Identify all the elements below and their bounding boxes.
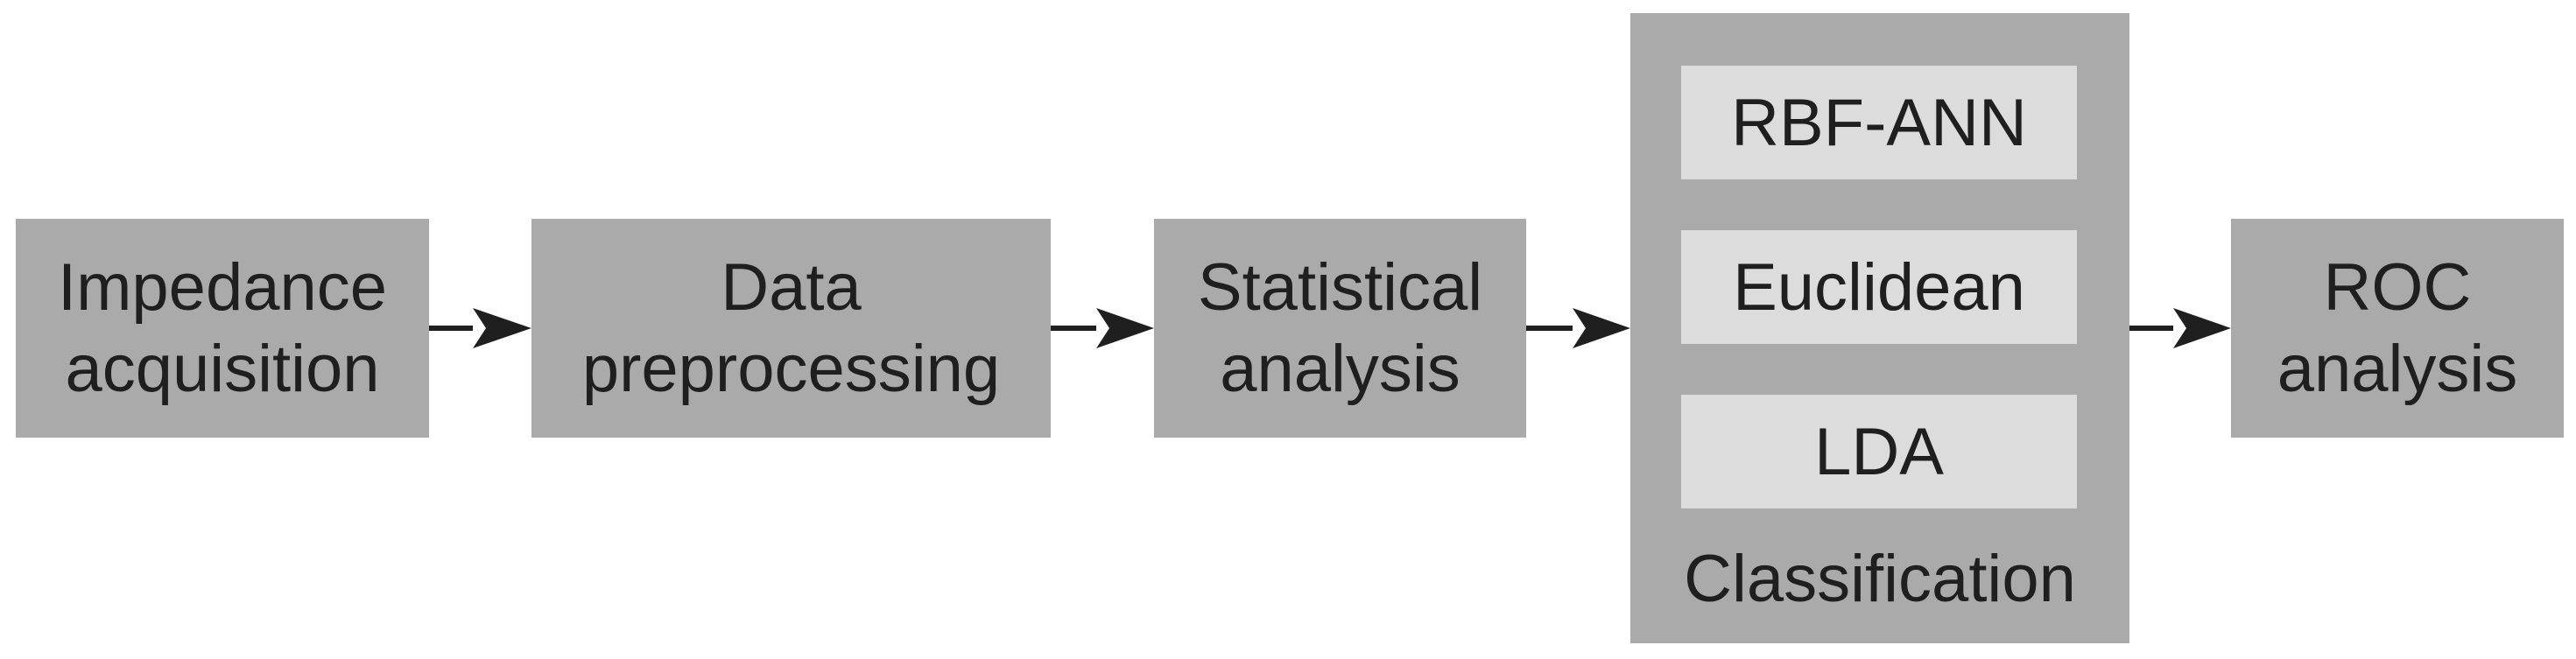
step-label-line: acquisition <box>65 332 380 406</box>
arrow-statistical-to-classification <box>1526 308 1630 348</box>
classification-label: Classification <box>1684 542 2076 616</box>
classification-group: RBF-ANN Euclidean LDA Classification <box>1630 13 2129 643</box>
method-rbf-ann: RBF-ANN <box>1681 66 2077 179</box>
step-data-preprocessing: Data preprocessing <box>531 219 1051 438</box>
step-label-line: Data <box>721 250 862 325</box>
method-euclidean: Euclidean <box>1681 230 2077 344</box>
step-impedance-acquisition: Impedance acquisition <box>16 219 429 438</box>
step-label-line: analysis <box>2277 332 2518 406</box>
step-label-line: preprocessing <box>581 332 1001 406</box>
arrow-classification-to-roc <box>2129 308 2231 348</box>
step-label-line: Impedance <box>57 250 388 325</box>
arrow-preprocessing-to-statistical <box>1051 308 1154 348</box>
method-lda: LDA <box>1681 395 2077 508</box>
step-label-line: analysis <box>1220 332 1460 406</box>
step-label-line: Statistical <box>1197 250 1483 325</box>
step-statistical-analysis: Statistical analysis <box>1154 219 1526 438</box>
step-label-line: ROC <box>2323 250 2472 325</box>
arrow-impedance-to-preprocessing <box>429 308 531 348</box>
step-roc-analysis: ROC analysis <box>2231 219 2564 438</box>
